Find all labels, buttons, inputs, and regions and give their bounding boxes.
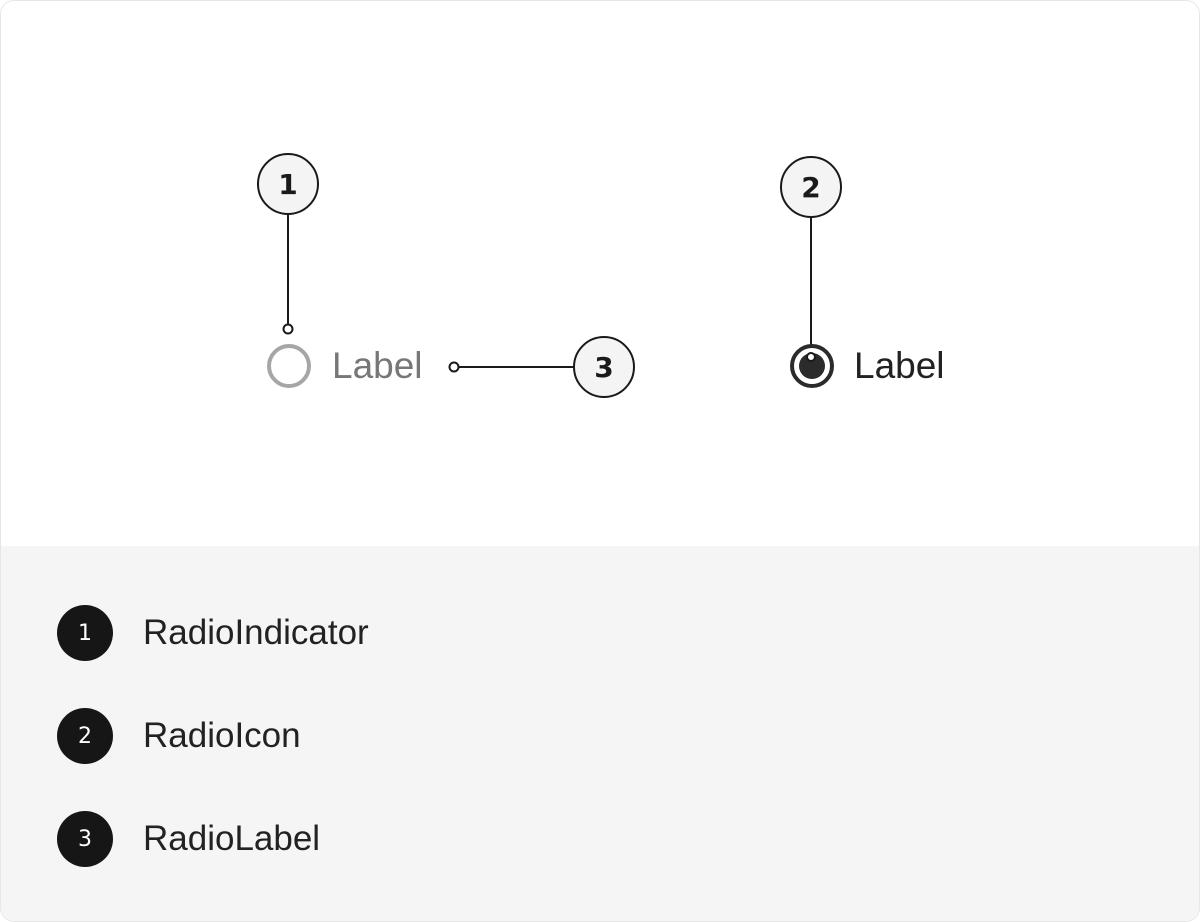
legend-badge: 2 [57, 708, 113, 764]
radio-unchecked-icon[interactable] [267, 344, 311, 388]
radio-checked-dot-icon [799, 353, 825, 379]
callout-2-number: 2 [801, 171, 820, 204]
legend-item-radio-indicator: 1 RadioIndicator [57, 605, 369, 661]
callout-2-anchor [806, 352, 816, 362]
callout-3-anchor [448, 361, 460, 373]
callout-1-anchor [282, 323, 294, 335]
radio-checked-label[interactable]: Label [854, 345, 945, 386]
callout-1-number: 1 [278, 168, 297, 201]
legend-badge: 3 [57, 811, 113, 867]
radio-unchecked-label[interactable]: Label [332, 345, 423, 386]
callout-2-marker [780, 156, 842, 218]
legend-label: RadioIndicator [143, 613, 369, 652]
legend-badge: 1 [57, 605, 113, 661]
callout-3-number: 3 [594, 351, 613, 384]
callout-3-marker [573, 336, 635, 398]
anatomy-legend: 1 RadioIndicator 2 RadioIcon 3 RadioLabe… [1, 546, 1199, 921]
legend-label: RadioIcon [143, 716, 301, 755]
legend-label: RadioLabel [143, 819, 321, 858]
callout-1-marker [257, 153, 319, 215]
diagram-canvas: 1 2 3 [257, 153, 842, 398]
anatomy-diagram: 1 2 3 Label Label [1, 1, 1199, 546]
legend-item-radio-label: 3 RadioLabel [57, 811, 320, 867]
legend-item-radio-icon: 2 RadioIcon [57, 708, 301, 764]
